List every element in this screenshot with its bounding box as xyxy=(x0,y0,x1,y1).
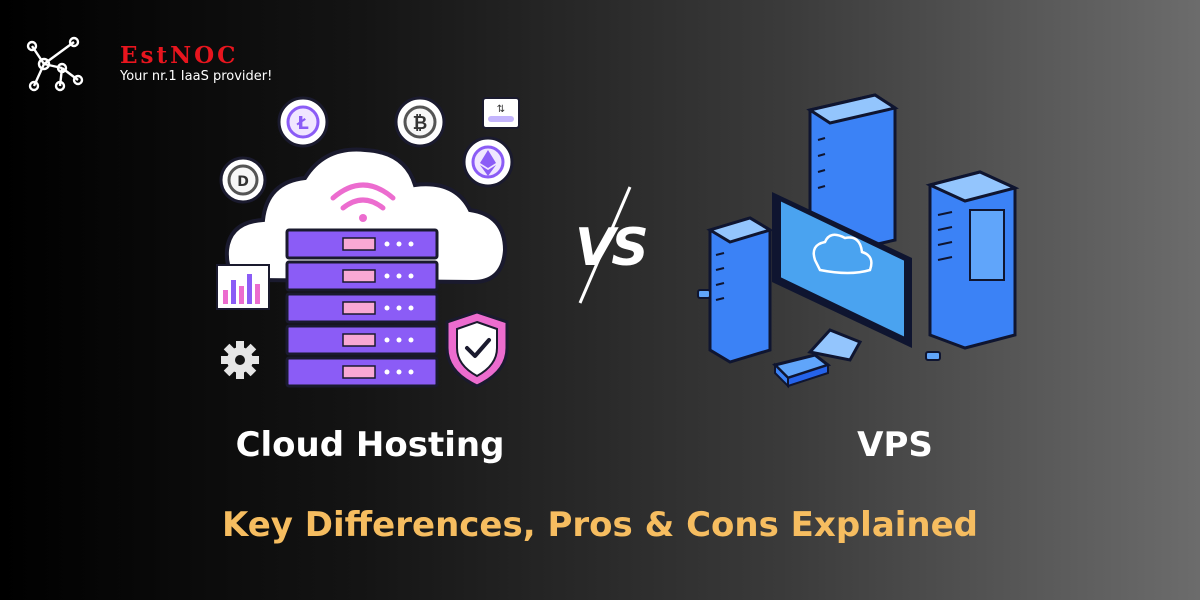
brand-logo: EstNOC Your nr.1 IaaS provider! xyxy=(22,34,322,96)
server-tower-left xyxy=(706,216,774,364)
vps-illustration xyxy=(697,93,1020,389)
cloud-hosting-illustration: Ł ₿ ⇅ D xyxy=(216,96,520,388)
shield-check-icon xyxy=(445,310,509,388)
brand-tagline: Your nr.1 IaaS provider! xyxy=(120,69,273,84)
cloud-icon xyxy=(812,233,873,275)
svg-text:Ł: Ł xyxy=(296,113,309,134)
brand-name: EstNOC xyxy=(120,42,239,69)
vs-slash xyxy=(578,186,632,304)
svg-text:₿: ₿ xyxy=(413,113,428,134)
wifi-icon xyxy=(330,182,396,222)
ethereum-icon xyxy=(462,136,514,188)
gear-icon xyxy=(221,341,259,379)
server-tower-back xyxy=(806,93,899,257)
bar-chart-icon xyxy=(216,264,270,310)
vs-label: VS xyxy=(575,218,649,278)
monitor xyxy=(772,192,912,362)
vps-label: VPS xyxy=(857,425,933,465)
cloud-hosting-label: Cloud Hosting xyxy=(235,425,505,465)
transfer-card-icon: ⇅ xyxy=(482,97,520,129)
svg-text:⇅: ⇅ xyxy=(497,104,505,115)
litecoin-icon: Ł xyxy=(277,96,329,148)
dash-coin-icon: D xyxy=(219,156,267,204)
server-stack xyxy=(285,228,439,388)
network-logo-icon xyxy=(26,36,84,92)
subtitle: Key Differences, Pros & Cons Explained xyxy=(221,505,979,545)
router-icon xyxy=(772,353,832,389)
svg-text:D: D xyxy=(237,174,249,190)
bitcoin-icon: ₿ xyxy=(394,96,446,148)
server-tower-right xyxy=(925,170,1020,350)
